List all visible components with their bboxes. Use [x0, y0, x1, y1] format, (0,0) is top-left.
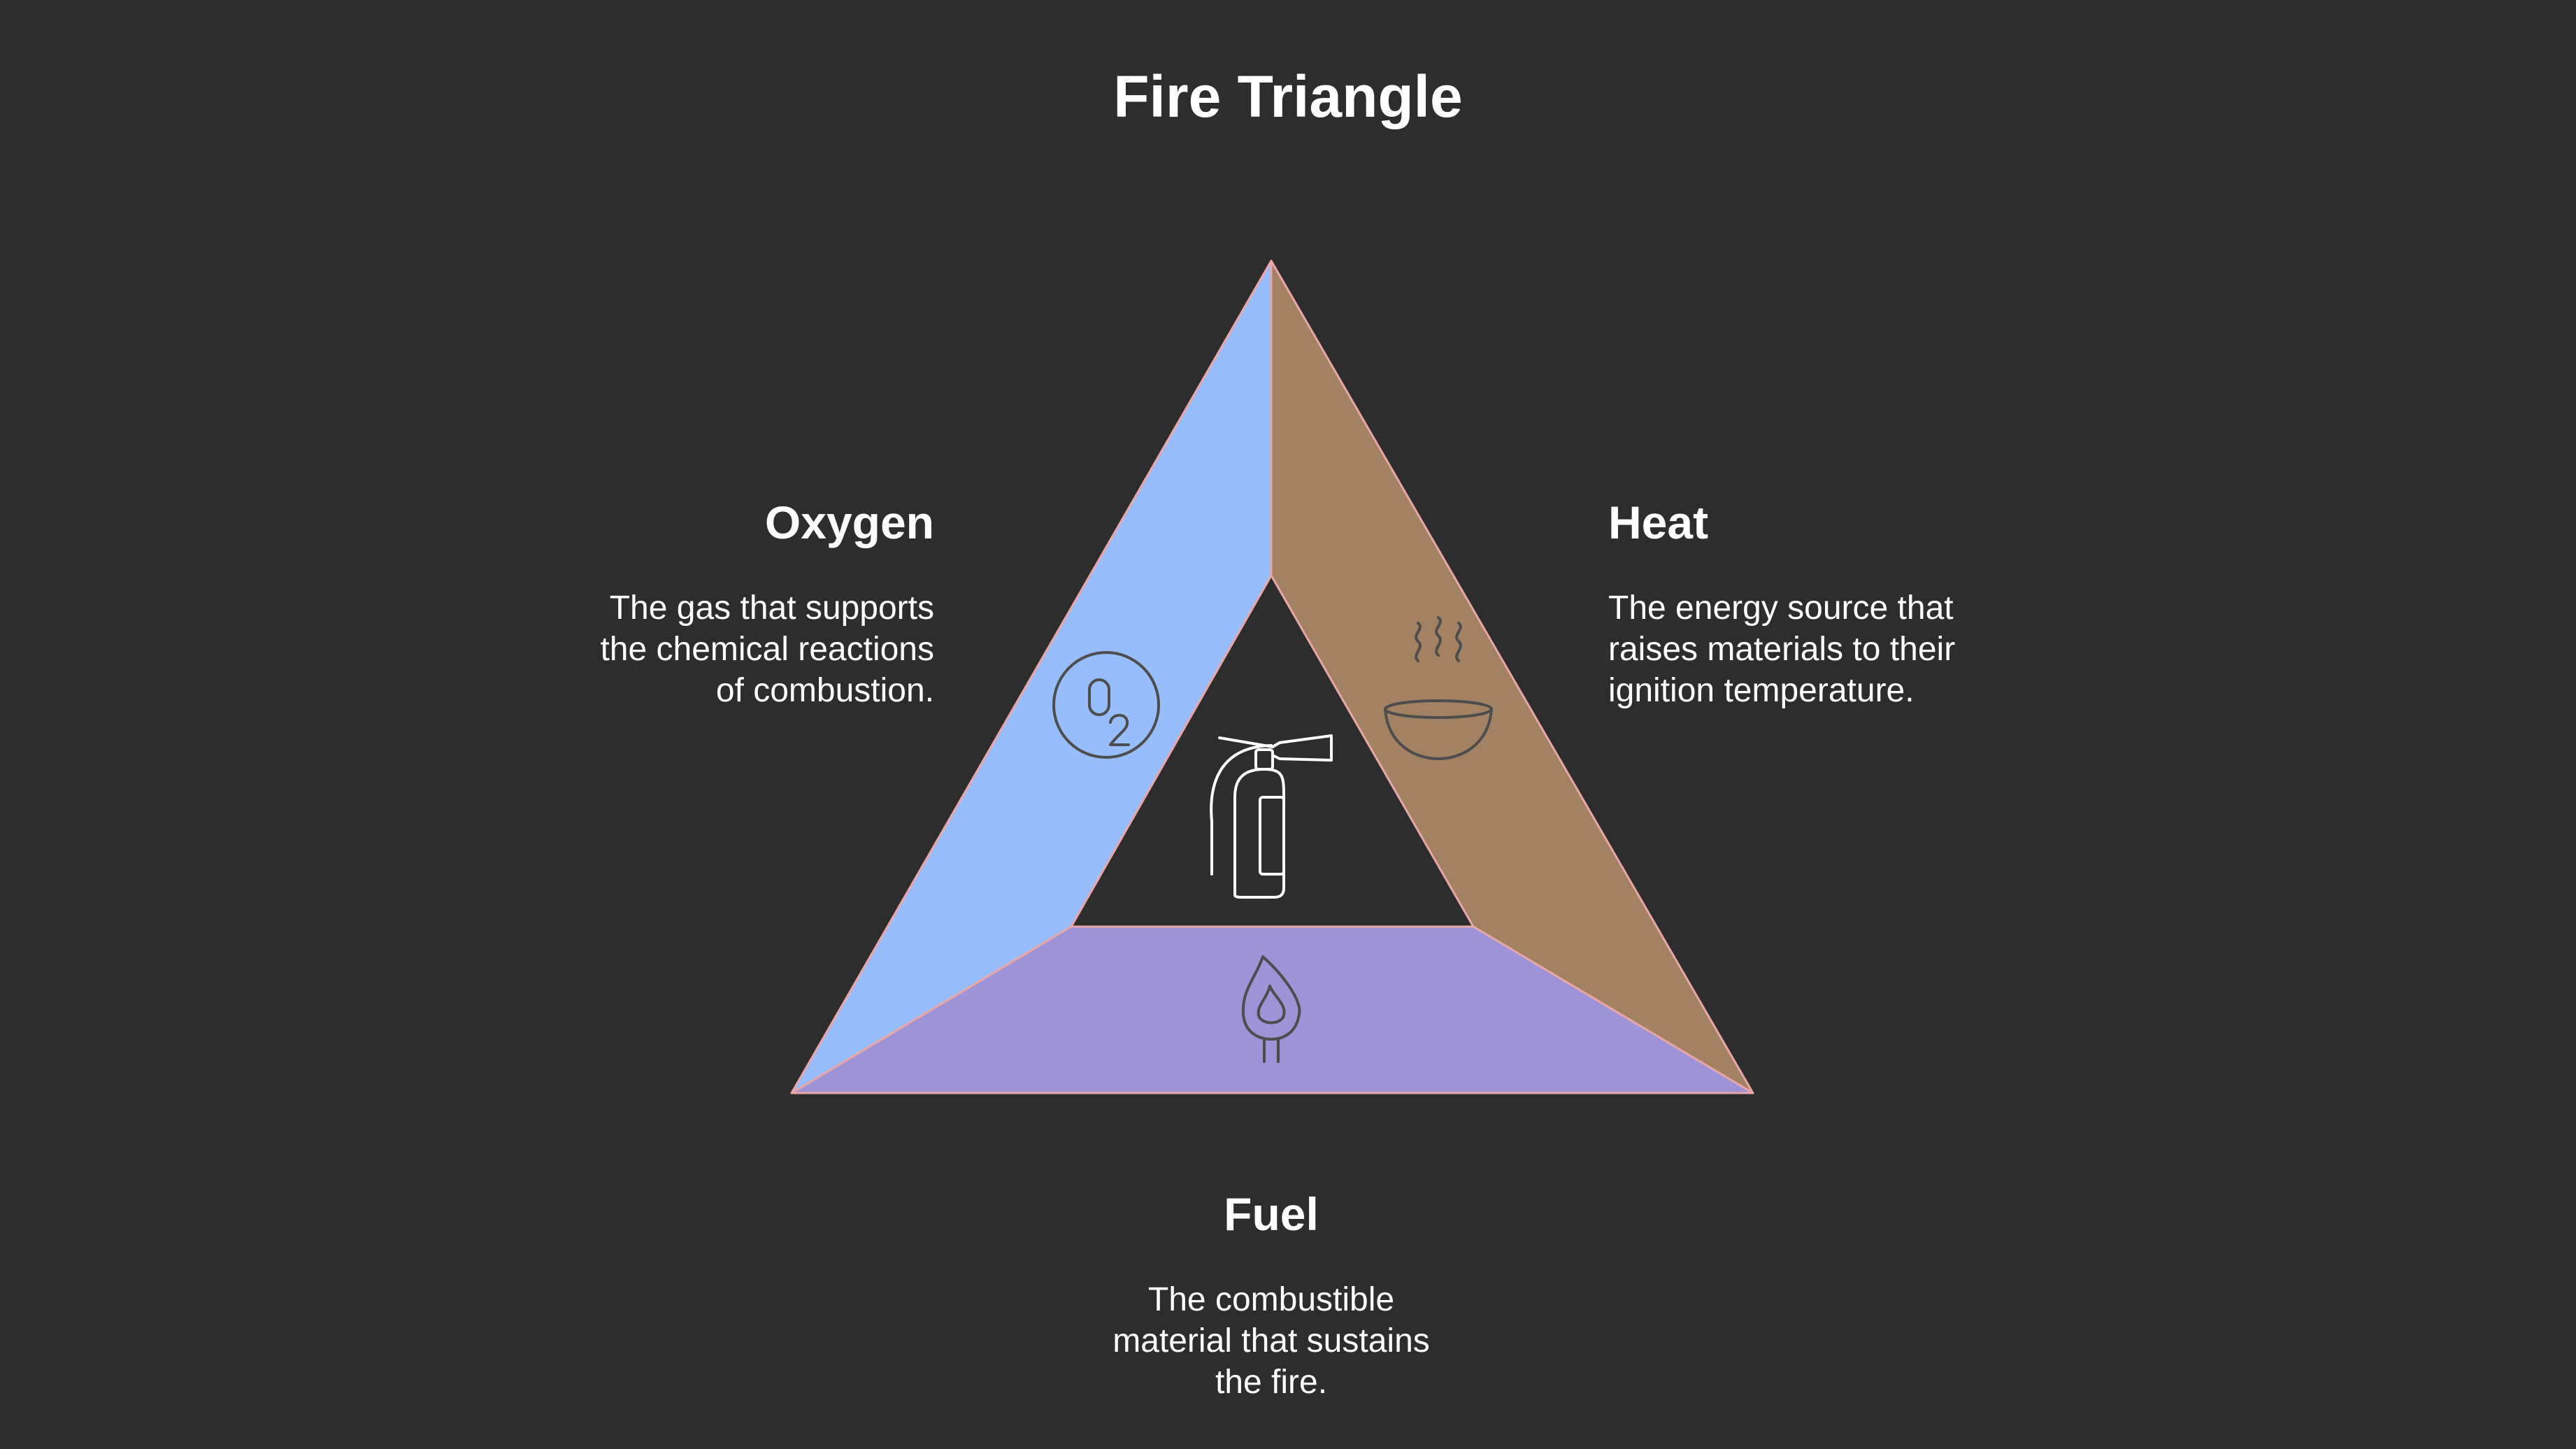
- heat-description: The energy source that raises materials …: [1608, 587, 1955, 711]
- diagram-title: Fire Triangle: [1113, 64, 1463, 129]
- heat-description-line: raises materials to their: [1608, 631, 1956, 668]
- oxygen-description-line: the chemical reactions: [600, 631, 934, 668]
- oxygen-label: Oxygen: [764, 497, 934, 548]
- burning-match-icon: [1241, 955, 1301, 1063]
- fuel-description-line: the fire.: [1215, 1364, 1328, 1401]
- fire-extinguisher-icon: [1210, 734, 1333, 899]
- heat-label: Heat: [1608, 497, 1709, 548]
- heat-description-line: ignition temperature.: [1608, 672, 1915, 709]
- oxygen-description: The gas that supports the chemical react…: [600, 587, 934, 711]
- fuel-description: The combustible material that sustains t…: [1026, 1279, 1516, 1403]
- fuel-label: Fuel: [1224, 1188, 1319, 1240]
- oxygen-description-line: The gas that supports: [609, 590, 934, 627]
- fuel-description-line: The combustible: [1147, 1281, 1395, 1318]
- fuel-description-line: material that sustains: [1112, 1322, 1430, 1359]
- steaming-bowl-icon: [1384, 616, 1493, 760]
- o2-icon: [1052, 651, 1160, 759]
- oxygen-description-line: of combustion.: [715, 672, 934, 709]
- fuel-segment: [790, 925, 1754, 1094]
- heat-description-line: The energy source that: [1608, 590, 1954, 627]
